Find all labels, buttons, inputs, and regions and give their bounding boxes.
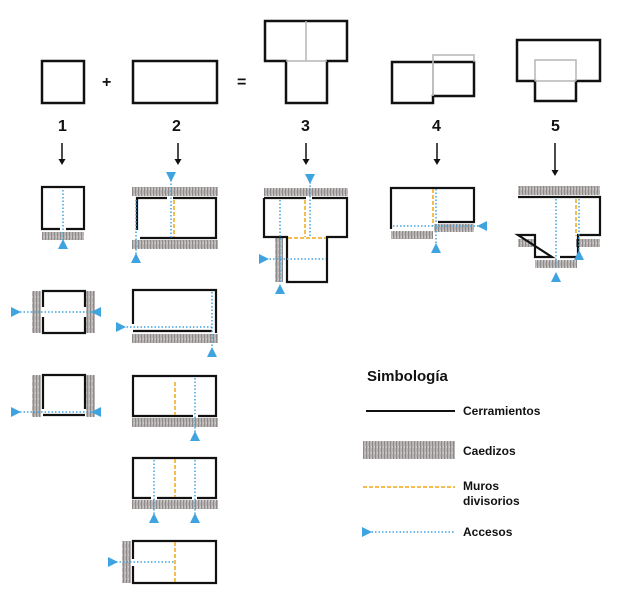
wall-outline: [40, 185, 86, 231]
access-arrow-icon: [190, 431, 200, 441]
legend-label-divisorios: divisorios: [463, 494, 520, 508]
access-arrow-icon: [149, 513, 159, 523]
legend-label-muros: Muros: [463, 479, 499, 493]
caedizo-band: [518, 186, 600, 195]
step-number-1: 1: [58, 118, 67, 135]
module-2-rectangle: [131, 59, 219, 105]
down-arrow-icon: [433, 143, 441, 165]
wall-outline: [131, 374, 218, 418]
top-shapes: [40, 19, 602, 105]
caedizo-band: [132, 418, 218, 427]
legend: Simbología Cerramientos Caedizos Muros d…: [362, 368, 541, 539]
wall-outline: [131, 288, 218, 333]
access-arrow-icon: [431, 243, 441, 253]
module-4-combination: [390, 54, 476, 105]
step-number-4: 4: [432, 118, 441, 135]
access-arrow-icon: [305, 174, 315, 184]
legend-label-accesos: Accesos: [463, 525, 513, 539]
wall-outline: [41, 289, 87, 335]
access-arrow-icon: [574, 250, 584, 260]
legend-label-caedizos: Caedizos: [463, 444, 516, 458]
wall-outline: [389, 186, 476, 229]
down-arrows: [58, 143, 559, 176]
caedizo-band: [86, 375, 95, 417]
down-arrow-icon: [58, 143, 66, 165]
access-arrow-icon: [11, 407, 21, 417]
access-arrow-icon: [91, 407, 101, 417]
caedizo-band: [535, 260, 577, 268]
variant-plans: [11, 172, 602, 585]
caedizo-band: [132, 334, 218, 343]
wall-outline: [41, 373, 87, 417]
access-arrow-icon: [477, 221, 487, 231]
caedizo-band: [32, 375, 41, 417]
legend-title: Simbología: [367, 368, 448, 385]
access-arrow-icon: [259, 254, 269, 264]
caedizo-band: [132, 187, 218, 196]
access-arrow-icon: [131, 253, 141, 263]
access-arrow-icon: [91, 307, 101, 317]
caedizo-band: [576, 239, 600, 247]
wall-outline: [135, 196, 218, 240]
plan-2d: [131, 456, 218, 523]
caedizo-band: [132, 240, 218, 249]
caedizo-band: [275, 238, 283, 282]
legend-item-accesos: Accesos: [362, 525, 513, 539]
hatch-swatch: [363, 441, 455, 459]
step-number-3: 3: [301, 118, 310, 135]
caedizo-band: [518, 239, 535, 247]
caedizo-band: [264, 188, 348, 196]
step-numbers: 1 2 3 4 5: [58, 118, 560, 135]
caedizo-band: [434, 224, 474, 232]
down-arrow-icon: [551, 143, 559, 176]
access-arrow-icon: [58, 239, 68, 249]
access-arrow-icon: [166, 172, 176, 182]
access-arrow-icon: [116, 322, 126, 332]
legend-item-cerramientos: Cerramientos: [366, 404, 541, 418]
caedizo-band: [32, 291, 41, 333]
down-arrow-icon: [174, 143, 182, 165]
access-arrow-icon: [362, 527, 372, 537]
down-arrow-icon: [302, 143, 310, 165]
plan-4a: [389, 186, 487, 253]
caedizo-band: [391, 231, 433, 239]
legend-label-cerramientos: Cerramientos: [463, 404, 541, 418]
module-3-combination: [263, 19, 349, 105]
wall-outline: [262, 196, 349, 284]
module-5-combination: [515, 38, 602, 103]
plan-3a: [259, 174, 349, 294]
access-arrow-icon: [275, 284, 285, 294]
module-1-square: [40, 59, 86, 105]
wall-outline: [514, 195, 602, 259]
access-arrow-icon: [11, 307, 21, 317]
access-arrow-icon: [190, 513, 200, 523]
step-number-2: 2: [172, 118, 181, 135]
legend-item-muros-divisorios: Muros divisorios: [363, 479, 520, 508]
caedizo-band: [132, 500, 218, 509]
step-number-5: 5: [551, 118, 560, 135]
plan-1c: [11, 373, 101, 417]
plan-2b: [116, 288, 218, 357]
plan-2c: [131, 374, 218, 441]
access-arrow-icon: [108, 557, 118, 567]
plus-operator: +: [102, 74, 111, 91]
plan-5a: [514, 186, 602, 282]
wall-outline: [131, 539, 218, 585]
plan-1b: [11, 289, 101, 335]
plan-1a: [40, 185, 86, 249]
plan-2a: [131, 172, 218, 263]
plan-2e: [108, 539, 218, 585]
equals-operator: =: [237, 74, 246, 91]
access-arrow-icon: [207, 347, 217, 357]
wall-outline: [131, 456, 218, 500]
access-arrow-icon: [551, 272, 561, 282]
legend-item-caedizos: Caedizos: [363, 441, 516, 459]
